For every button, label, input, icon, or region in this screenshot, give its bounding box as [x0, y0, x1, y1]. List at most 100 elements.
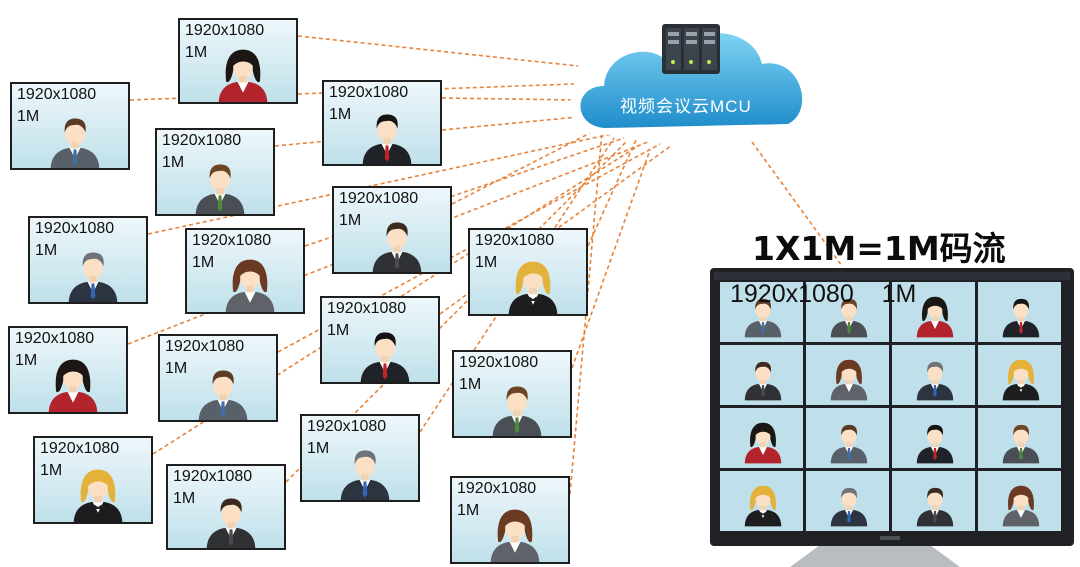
- connector-line: [569, 131, 603, 495]
- tile-bitrate: 1M: [327, 322, 350, 339]
- person-avatar-icon: [68, 252, 118, 302]
- monitor-overlay-label: 1920x1080 1M: [730, 280, 916, 309]
- person-avatar-icon: [1002, 359, 1039, 401]
- person-avatar-icon: [830, 298, 867, 338]
- monitor-logo: [880, 536, 900, 540]
- tile-resolution: 1920x1080: [475, 232, 555, 249]
- person-avatar-icon: [360, 332, 410, 382]
- person-avatar-icon: [490, 509, 540, 562]
- connector-line: [147, 133, 613, 235]
- person-avatar-icon: [492, 386, 542, 436]
- tile-resolution: 1920x1080: [173, 468, 253, 485]
- participant-tile: 1920x1080 1M: [322, 80, 442, 166]
- tile-bitrate: 1M: [475, 254, 498, 271]
- tile-resolution: 1920x1080: [307, 418, 387, 435]
- monitor-cell-avatar: [1002, 298, 1039, 338]
- person-avatar-icon: [830, 487, 867, 527]
- person-avatar-icon: [916, 296, 953, 338]
- tile-bitrate: 1M: [17, 108, 40, 125]
- tile-bitrate: 1M: [457, 502, 480, 519]
- monitor-cell-avatar: [744, 485, 781, 527]
- tile-bitrate: 1M: [165, 360, 188, 377]
- person-avatar-icon: [744, 422, 781, 464]
- monitor-cell-avatar: [1002, 359, 1039, 401]
- tile-bitrate: 1M: [307, 440, 330, 457]
- tile-resolution: 1920x1080: [17, 86, 97, 103]
- monitor-overlay-bitrate: 1M: [881, 280, 917, 308]
- monitor-cell-avatar: [916, 424, 953, 464]
- monitor-cell-avatar: [830, 487, 867, 527]
- person-avatar-icon: [1002, 485, 1039, 527]
- person-avatar-icon: [830, 359, 867, 401]
- person-avatar-icon: [372, 222, 422, 272]
- tile-bitrate: 1M: [40, 462, 63, 479]
- tile-bitrate: 1M: [192, 254, 215, 271]
- person-avatar-icon: [1002, 424, 1039, 464]
- person-avatar-icon: [916, 424, 953, 464]
- monitor-cell-avatar: [916, 361, 953, 401]
- server-icon: [662, 24, 720, 74]
- person-avatar-icon: [1002, 298, 1039, 338]
- monitor-cell-avatar: [744, 361, 781, 401]
- tile-resolution: 1920x1080: [185, 22, 265, 39]
- tile-bitrate: 1M: [173, 490, 196, 507]
- connector-line: [587, 139, 637, 247]
- person-avatar-icon: [73, 469, 123, 522]
- person-avatar-icon: [916, 487, 953, 527]
- tile-bitrate: 1M: [185, 44, 208, 61]
- person-avatar-icon: [744, 485, 781, 527]
- monitor-cell-avatar: [1002, 424, 1039, 464]
- person-avatar-icon: [744, 361, 781, 401]
- person-avatar-icon: [916, 361, 953, 401]
- person-avatar-icon: [362, 114, 412, 164]
- connector-line: [297, 35, 579, 67]
- monitor-cell-avatar: [916, 487, 953, 527]
- tile-bitrate: 1M: [329, 106, 352, 123]
- person-avatar-icon: [218, 49, 268, 102]
- monitor-cell-avatar: [1002, 485, 1039, 527]
- tile-resolution: 1920x1080: [165, 338, 245, 355]
- monitor-cell-avatar: [916, 296, 953, 338]
- person-avatar-icon: [198, 370, 248, 420]
- participant-tile: 1920x1080 1M: [166, 464, 286, 550]
- monitor-overlay-resolution: 1920x1080: [730, 280, 854, 308]
- connector-line-monitor: [751, 141, 843, 267]
- monitor-cell-avatar: [744, 298, 781, 338]
- cloud-label: 视频会议云MCU: [620, 97, 752, 116]
- participant-tile: 1920x1080 1M: [300, 414, 420, 502]
- tile-resolution: 1920x1080: [457, 480, 537, 497]
- participant-tile: 1920x1080 1M: [8, 326, 128, 414]
- tile-resolution: 1920x1080: [339, 190, 419, 207]
- tile-resolution: 1920x1080: [192, 232, 272, 249]
- tile-resolution: 1920x1080: [15, 330, 95, 347]
- person-avatar-icon: [206, 498, 256, 548]
- tile-bitrate: 1M: [35, 242, 58, 259]
- tile-resolution: 1920x1080: [329, 84, 409, 101]
- participant-tile: 1920x1080 1M: [185, 228, 305, 314]
- monitor-cell-avatar: [830, 359, 867, 401]
- participant-tile: 1920x1080 1M: [28, 216, 148, 304]
- participant-tile: 1920x1080 1M: [178, 18, 298, 104]
- person-avatar-icon: [744, 298, 781, 338]
- participant-tile: 1920x1080 1M: [468, 228, 588, 316]
- participant-tile: 1920x1080 1M: [450, 476, 570, 564]
- monitor-cell-avatar: [744, 422, 781, 464]
- person-avatar-icon: [48, 359, 98, 412]
- tile-bitrate: 1M: [162, 154, 185, 171]
- person-avatar-icon: [508, 261, 558, 314]
- person-avatar-icon: [225, 259, 275, 312]
- bitrate-headline: 1X1M=1M码流: [752, 229, 1006, 268]
- tile-bitrate: 1M: [15, 352, 38, 369]
- person-avatar-icon: [50, 118, 100, 168]
- tile-resolution: 1920x1080: [40, 440, 120, 457]
- monitor-cell-avatar: [830, 424, 867, 464]
- tile-resolution: 1920x1080: [35, 220, 115, 237]
- participant-tile: 1920x1080 1M: [10, 82, 130, 170]
- person-avatar-icon: [830, 424, 867, 464]
